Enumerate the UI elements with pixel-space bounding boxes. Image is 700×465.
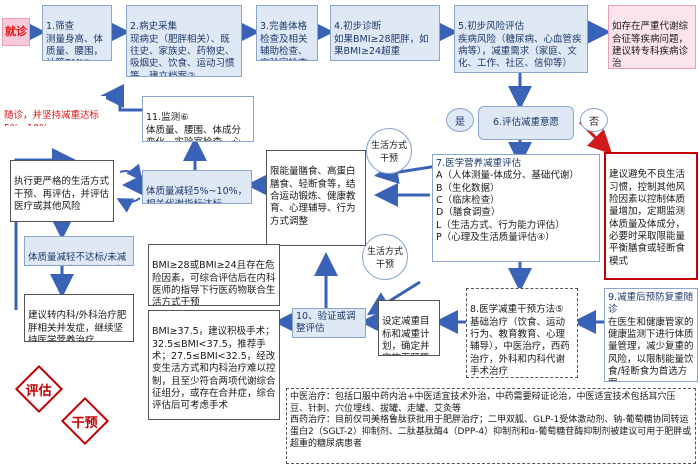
- set-goal-box: 设定减重目标和减重计划，确定并实施干预策略: [378, 300, 440, 356]
- bmi-high-text: BMI≥28或BMI≥24且存在危险因素，可综合评估后在内科医师的指导下行医药物…: [152, 260, 276, 306]
- step-1-text: 1.筛查 测量身高、体质量、腰围，计算BMI①: [46, 21, 104, 60]
- step-2-text: 2.病史采集 现病史（肥胖相关）、既往史、家族史、药物史、吸烟史、饮食、运动习惯…: [130, 21, 235, 77]
- suggest-text: 建议避免不良生活习惯，控制其他风险因素以控制体质量增加，定期监测体质量及体成分，…: [609, 169, 686, 267]
- lifestyle-oval-2: 生活方式干预: [362, 234, 408, 280]
- not-met-box: 体质量减轻不达标/未减轻，相关代谢指标异常: [24, 236, 134, 266]
- treatment-notes-box: 中医治疗：包括口服中药内治+中医适宜技术外治，中药需要辩证论治，中医适宜技术包括…: [286, 388, 696, 464]
- lifestyle-label-2: 生活方式干预: [366, 247, 403, 270]
- step-4-box: 4.初步诊断 如果BMI≥28肥胖，如果BMI≥24超重: [330, 5, 440, 61]
- step-7-box: 7.医学营养减重评估 A（人体测量-体成分、基础代谢） B（生化数据） C（临床…: [432, 154, 600, 262]
- red-goal-text: 随诊，并坚持减重达标5%~10%: [4, 110, 100, 126]
- strict-box: 执行更严格的生活方式干预、再评估，并评估医疗或其他风险: [10, 160, 114, 222]
- step-8-box: 8.医学减重干预方法⑤ 基础治疗（饮食、运动行为、教育教育、心理辅导），中医治疗…: [466, 288, 578, 378]
- western-text: 西药治疗：目前仅司美格鲁肽获批用于肥胖治疗；二甲双胍、GLP-1受体激动剂、钠-…: [290, 415, 692, 449]
- no-oval: 否: [580, 108, 608, 132]
- step-10-box: 10、验证或调整评估: [292, 308, 366, 338]
- yes-oval: 是: [446, 108, 474, 132]
- red-goal-box: 随诊，并坚持减重达标5%~10%: [2, 96, 106, 126]
- arrow-cycle-1: [119, 163, 143, 182]
- step-9-title: 9.减重后预防复重随诊: [608, 292, 694, 316]
- step-9-body: 在医生和健康管家的健康监测下进行体质量管理，减少复重的风险，以限制能量饮食/轻断…: [608, 316, 694, 381]
- refer-text: 建议转内科/外科治疗肥胖相关并发症，继续坚持医学营养治疗: [28, 310, 127, 342]
- intervene-label: 干预: [71, 415, 99, 431]
- suggest-box: 建议避免不良生活习惯，控制其他风险因素以控制体质量增加，定期监测体质量及体成分，…: [604, 152, 698, 280]
- not-met-text: 体质量减轻不达标/未减轻，相关代谢指标异常: [28, 252, 127, 265]
- step-1-box: 1.筛查 测量身高、体质量、腰围，计算BMI①: [42, 5, 112, 61]
- visit-box: 就诊: [2, 18, 30, 46]
- arrow-cycle-2: [116, 197, 141, 213]
- lifestyle-oval-1: 生活方式干预: [366, 128, 412, 174]
- strict-text: 执行更严格的生活方式干预、再评估，并评估医疗或其他风险: [14, 176, 110, 213]
- diet-text: 限能量膳食、高蛋白膳食、轻断食等，结合运动锻炼、健康教育、心理辅导、行为方式调整: [270, 166, 356, 227]
- yes-label: 是: [455, 116, 465, 128]
- bmi-surgery-box: BMI≥37.5，建议积极手术；32.5≤BMI<37.5，推荐手术；27.5≤…: [148, 310, 280, 420]
- step-7-item-c: C（临床检查）: [436, 195, 500, 207]
- step-7-item-l: L（生活方式、行为能力评估）: [436, 219, 565, 231]
- specialist-box: 如存在严重代谢综合征等疾病问题，建议转专科疾病诊治: [608, 5, 696, 69]
- step-4-text: 4.初步诊断 如果BMI≥28肥胖，如果BMI≥24超重: [334, 21, 429, 58]
- step-10-text: 10、验证或调整评估: [296, 310, 356, 334]
- specialist-text: 如存在严重代谢综合征等疾病问题，建议转专科疾病诊治: [612, 21, 689, 69]
- step-3-text: 3.完善体格检查及相关辅助检查、实验室检查③: [260, 21, 308, 60]
- no-label: 否: [589, 116, 599, 128]
- step-7-item-a: A（人体测量-体成分、基础代谢）: [436, 170, 579, 182]
- step-7-item-p: P（心理及生活质量评估④）: [436, 232, 555, 244]
- refer-box: 建议转内科/外科治疗肥胖相关并发症，继续坚持医学营养治疗: [24, 294, 134, 342]
- eval-met-text: 体质量减轻5%~10%，相关代谢指标达标: [146, 186, 248, 203]
- eval-met-box: 体质量减轻5%~10%，相关代谢指标达标: [142, 170, 252, 204]
- step-11-box: 11.监测⑥ 体质量、腰围、体成分变化、实验室检查、心理、饮食、运动、生活方式等: [142, 96, 254, 142]
- step-7-item-d: D（膳食调查）: [436, 207, 501, 219]
- assess-label: 评估: [25, 383, 53, 399]
- step-6-text: 6.评估减重意愿: [492, 116, 560, 128]
- lifestyle-label-1: 生活方式干预: [370, 141, 407, 164]
- diet-box: 限能量膳食、高蛋白膳食、轻断食等，结合运动锻炼、健康教育、心理辅导、行为方式调整: [266, 150, 366, 246]
- bmi-surgery-text: BMI≥37.5，建议积极手术；32.5≤BMI<37.5，推荐手术；27.5≤…: [152, 326, 276, 412]
- tcm-text: 中医治疗：包括口服中药内治+中医适宜技术外治，中药需要辩证论治，中医适宜技术包括…: [290, 392, 676, 414]
- step-7-title: 7.医学营养减重评估: [436, 158, 522, 169]
- step-5-box: 5.初步风险评估 疾病风险（糖尿病、心血管疾病等），减重需求（家庭、文化、工作、…: [454, 5, 588, 73]
- step-5-text: 5.初步风险评估 疾病风险（糖尿病、心血管疾病等），减重需求（家庭、文化、工作、…: [458, 21, 582, 70]
- step-9-box: 9.减重后预防复重随诊 在医生和健康管家的健康监测下进行体质量管理，减少复重的风…: [604, 288, 698, 382]
- set-goal-text: 设定减重目标和减重计划，确定并实施干预策略: [382, 316, 430, 355]
- step-11-text: 11.监测⑥ 体质量、腰围、体成分变化、实验室检查、心理、饮食、运动、生活方式等: [146, 112, 242, 141]
- step-3-box: 3.完善体格检查及相关辅助检查、实验室检查③: [256, 5, 318, 61]
- step-2-box: 2.病史采集 现病史（肥胖相关）、既往史、家族史、药物史、吸烟史、饮食、运动习惯…: [126, 5, 242, 77]
- visit-label: 就诊: [5, 24, 27, 38]
- bmi-high-box: BMI≥28或BMI≥24且存在危险因素，可综合评估后在内科医师的指导下行医药物…: [148, 244, 280, 306]
- step-6-box: 6.评估减重意愿: [478, 106, 574, 140]
- arrow-s11-red: [100, 84, 142, 112]
- step-8-text: 8.医学减重干预方法⑤ 基础治疗（饮食、运动行为、教育教育、心理辅导），中医治疗…: [470, 304, 570, 378]
- step-7-item-b: B（生化数据）: [436, 182, 500, 194]
